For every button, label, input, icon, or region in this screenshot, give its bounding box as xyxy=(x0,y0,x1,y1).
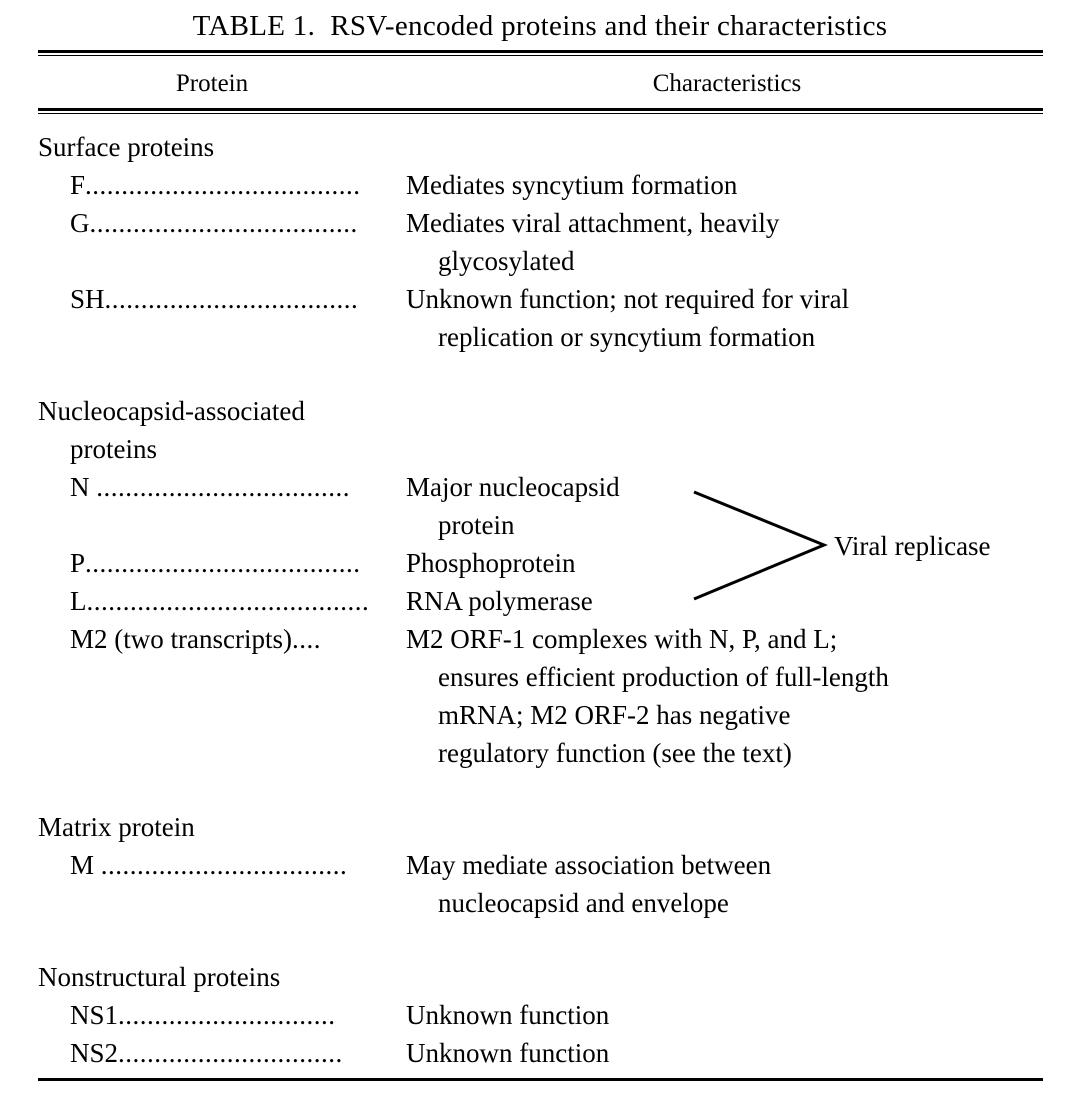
column-header-protein: Protein xyxy=(175,70,249,97)
rule-thick-line xyxy=(38,50,1043,53)
characteristics-text: May mediate association between nucleocap… xyxy=(0,846,1080,922)
rule-thin-line xyxy=(38,113,1043,114)
characteristics-line: M2 ORF-1 complexes with N, P, and L; xyxy=(406,624,838,654)
characteristics-line: Major nucleocapsid xyxy=(406,472,620,502)
table-row: NS1..............................Unknown… xyxy=(0,996,1080,1034)
protein-label: L....................................... xyxy=(70,582,406,620)
section-spacer xyxy=(0,356,1080,392)
table-row: M2 (two transcripts)....M2 ORF-1 complex… xyxy=(0,620,1080,772)
protein-label: G..................................... xyxy=(70,204,406,242)
table-row: F......................................M… xyxy=(0,166,1080,204)
characteristics-line: May mediate association between xyxy=(406,850,772,880)
characteristics-continuation-line: ensures efficient production of full-len… xyxy=(438,662,889,692)
characteristics-line: Mediates viral attachment, heavily xyxy=(406,208,780,238)
protein-label: NS2............................... xyxy=(70,1034,406,1072)
protein-label: SH................................... xyxy=(70,280,406,318)
characteristics-continuation-line: mRNA; M2 ORF-2 has negative xyxy=(438,700,791,730)
leader-dots: ............................... xyxy=(118,1038,343,1068)
rule-header xyxy=(38,108,1043,114)
rule-thick-line xyxy=(38,108,1043,111)
characteristics-line: Phosphoprotein xyxy=(406,548,576,578)
section-heading-continuation: proteins xyxy=(70,434,157,464)
characteristics-continuation-line: nucleocapsid and envelope xyxy=(438,888,729,918)
leader-dots: ................................... xyxy=(104,284,359,314)
table-row: NS2...............................Unknow… xyxy=(0,1034,1080,1072)
protein-label: M2 (two transcripts).... xyxy=(70,620,406,658)
protein-label: N ................................... xyxy=(70,468,406,506)
characteristics-line: Mediates syncytium formation xyxy=(406,170,738,200)
rule-thin-line xyxy=(38,55,1043,56)
characteristics-text: Phosphoprotein xyxy=(0,544,1080,582)
protein-name: M xyxy=(70,850,101,880)
characteristics-text: M2 ORF-1 complexes with N, P, and L; ensu… xyxy=(0,620,1080,772)
protein-label: M .................................. xyxy=(70,846,406,884)
table-row: SH...................................Unk… xyxy=(0,280,1080,356)
leader-dots: .............................. xyxy=(118,1000,336,1030)
protein-name: NS2 xyxy=(70,1038,119,1068)
leader-dots: ...................................... xyxy=(85,548,361,578)
protein-name: G xyxy=(70,208,90,238)
characteristics-continuation-line: glycosylated xyxy=(438,246,575,276)
protein-name: L xyxy=(70,586,87,616)
section-heading: Matrix protein xyxy=(38,812,195,842)
protein-label: P...................................... xyxy=(70,544,406,582)
protein-label: NS1.............................. xyxy=(70,996,406,1034)
table-row: L.......................................… xyxy=(0,582,1080,620)
characteristics-line: RNA polymerase xyxy=(406,586,593,616)
characteristics-text: Unknown function xyxy=(0,996,1080,1034)
table-row: N ...................................Maj… xyxy=(0,468,1080,544)
characteristics-text: Unknown function xyxy=(0,1034,1080,1072)
table-title: TABLE 1. RSV-encoded proteins and their … xyxy=(192,10,888,42)
table-row: P......................................P… xyxy=(0,544,1080,582)
section-heading: Nonstructural proteins xyxy=(38,962,281,992)
leader-dots: ....................................... xyxy=(86,586,370,616)
rule-top xyxy=(38,50,1043,56)
characteristics-line: Unknown function xyxy=(406,1000,610,1030)
characteristics-text: RNA polymerase xyxy=(0,582,1080,620)
characteristics-continuation-line: regulatory function (see the text) xyxy=(438,738,792,768)
protein-name: M2 (two transcripts) xyxy=(70,624,292,654)
protein-name: NS1 xyxy=(70,1000,119,1030)
characteristics-text: Mediates syncytium formation xyxy=(0,166,1080,204)
characteristics-text: Major nucleocapsid protein xyxy=(0,468,1080,544)
rule-thick-line xyxy=(38,1078,1043,1081)
section-spacer xyxy=(0,772,1080,808)
leader-dots: .................................. xyxy=(100,850,348,880)
characteristics-continuation-line: replication or syncytium formation xyxy=(438,322,816,352)
protein-name: F xyxy=(70,170,86,200)
leader-dots: ...................................... xyxy=(85,170,361,200)
characteristics-continuation-line: protein xyxy=(438,510,515,540)
characteristics-text: Unknown function; not required for viral… xyxy=(0,280,1080,356)
protein-name: N xyxy=(70,472,97,502)
characteristics-text: Mediates viral attachment, heavily glycos… xyxy=(0,204,1080,280)
protein-name: SH xyxy=(70,284,105,314)
protein-name: P xyxy=(70,548,86,578)
column-header-characteristics: Characteristics xyxy=(652,70,802,97)
protein-label: F...................................... xyxy=(70,166,406,204)
table-row: M ..................................May … xyxy=(0,846,1080,922)
section-spacer xyxy=(0,922,1080,958)
table-row: G.....................................Me… xyxy=(0,204,1080,280)
characteristics-line: Unknown function; not required for viral xyxy=(406,284,850,314)
leader-dots: ................................... xyxy=(96,472,350,502)
characteristics-line: Unknown function xyxy=(406,1038,610,1068)
section-heading: Surface proteins xyxy=(38,132,215,162)
rule-bottom xyxy=(38,1078,1043,1081)
leader-dots: .... xyxy=(291,624,321,654)
leader-dots: ..................................... xyxy=(89,208,358,238)
